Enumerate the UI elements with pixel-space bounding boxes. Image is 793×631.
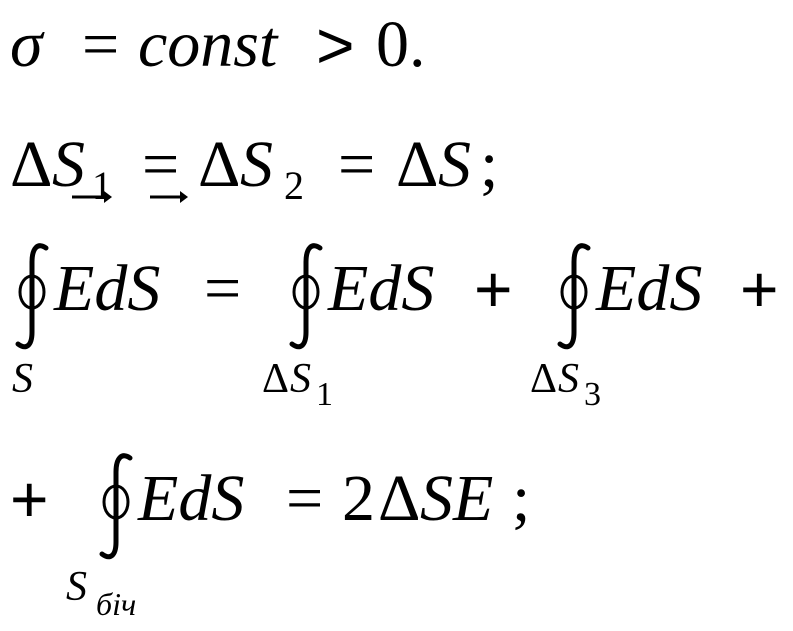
s-variable: S <box>438 128 471 201</box>
equation-line-3: EdS S = EdS Δ S 1 + EdS Δ S 3 + <box>0 240 793 412</box>
plus-sign: + <box>10 462 49 536</box>
vector-arrow-icon <box>72 191 112 203</box>
integrand-eds: EdS <box>54 252 161 325</box>
delta-s1-delta: Δ <box>262 356 290 402</box>
side-surface-subscript: бiч <box>96 586 137 622</box>
greater-than-sign: > <box>316 8 355 82</box>
delta-s3-s: S <box>558 356 579 402</box>
delta-s3-subscript: 3 <box>584 376 601 413</box>
equals-sign: = <box>204 252 242 325</box>
equals-sign: = <box>142 128 180 201</box>
coefficient-two: 2 <box>342 462 375 535</box>
integrand-eds: EdS <box>328 252 435 325</box>
equals-sign: = <box>82 8 120 81</box>
contour-integral-icon <box>99 453 133 560</box>
sigma-symbol: σ <box>10 8 43 81</box>
semicolon: ; <box>480 128 499 201</box>
s-variable: S <box>52 128 85 201</box>
contour-integral-icon <box>15 243 49 350</box>
semicolon: ; <box>512 462 531 535</box>
equation-line-4: + EdS S бiч = 2 Δ SE ; <box>0 450 793 620</box>
contour-integral-icon <box>557 243 591 350</box>
delta-symbol: Δ <box>10 128 53 201</box>
vector-arrow-icon <box>150 191 188 203</box>
plus-sign: + <box>474 252 513 326</box>
delta-s3-delta: Δ <box>530 356 558 402</box>
integrand-eds: EdS <box>596 252 703 325</box>
side-surface-s: S <box>66 564 87 610</box>
equals-sign: = <box>338 128 376 201</box>
delta-symbol: Δ <box>396 128 439 201</box>
delta-symbol: Δ <box>198 128 241 201</box>
s-variable: S <box>240 128 273 201</box>
contour-integral-icon <box>289 243 323 350</box>
delta-symbol: Δ <box>378 462 421 535</box>
se-product: SE <box>420 462 494 535</box>
surface-s-label: S <box>12 356 33 402</box>
equals-sign: = <box>286 462 324 535</box>
integrand-eds: EdS <box>138 462 245 535</box>
equation-line-1: σ = const > 0. <box>0 0 793 140</box>
delta-s1-subscript: 1 <box>316 376 333 413</box>
zero-value: 0. <box>376 8 426 81</box>
subscript-2: 2 <box>284 163 304 208</box>
delta-s1-s: S <box>290 356 311 402</box>
equation-line-2: Δ S 1 = Δ S 2 = Δ S ; <box>0 120 793 260</box>
plus-sign: + <box>740 252 779 326</box>
const-word: const <box>138 8 278 81</box>
